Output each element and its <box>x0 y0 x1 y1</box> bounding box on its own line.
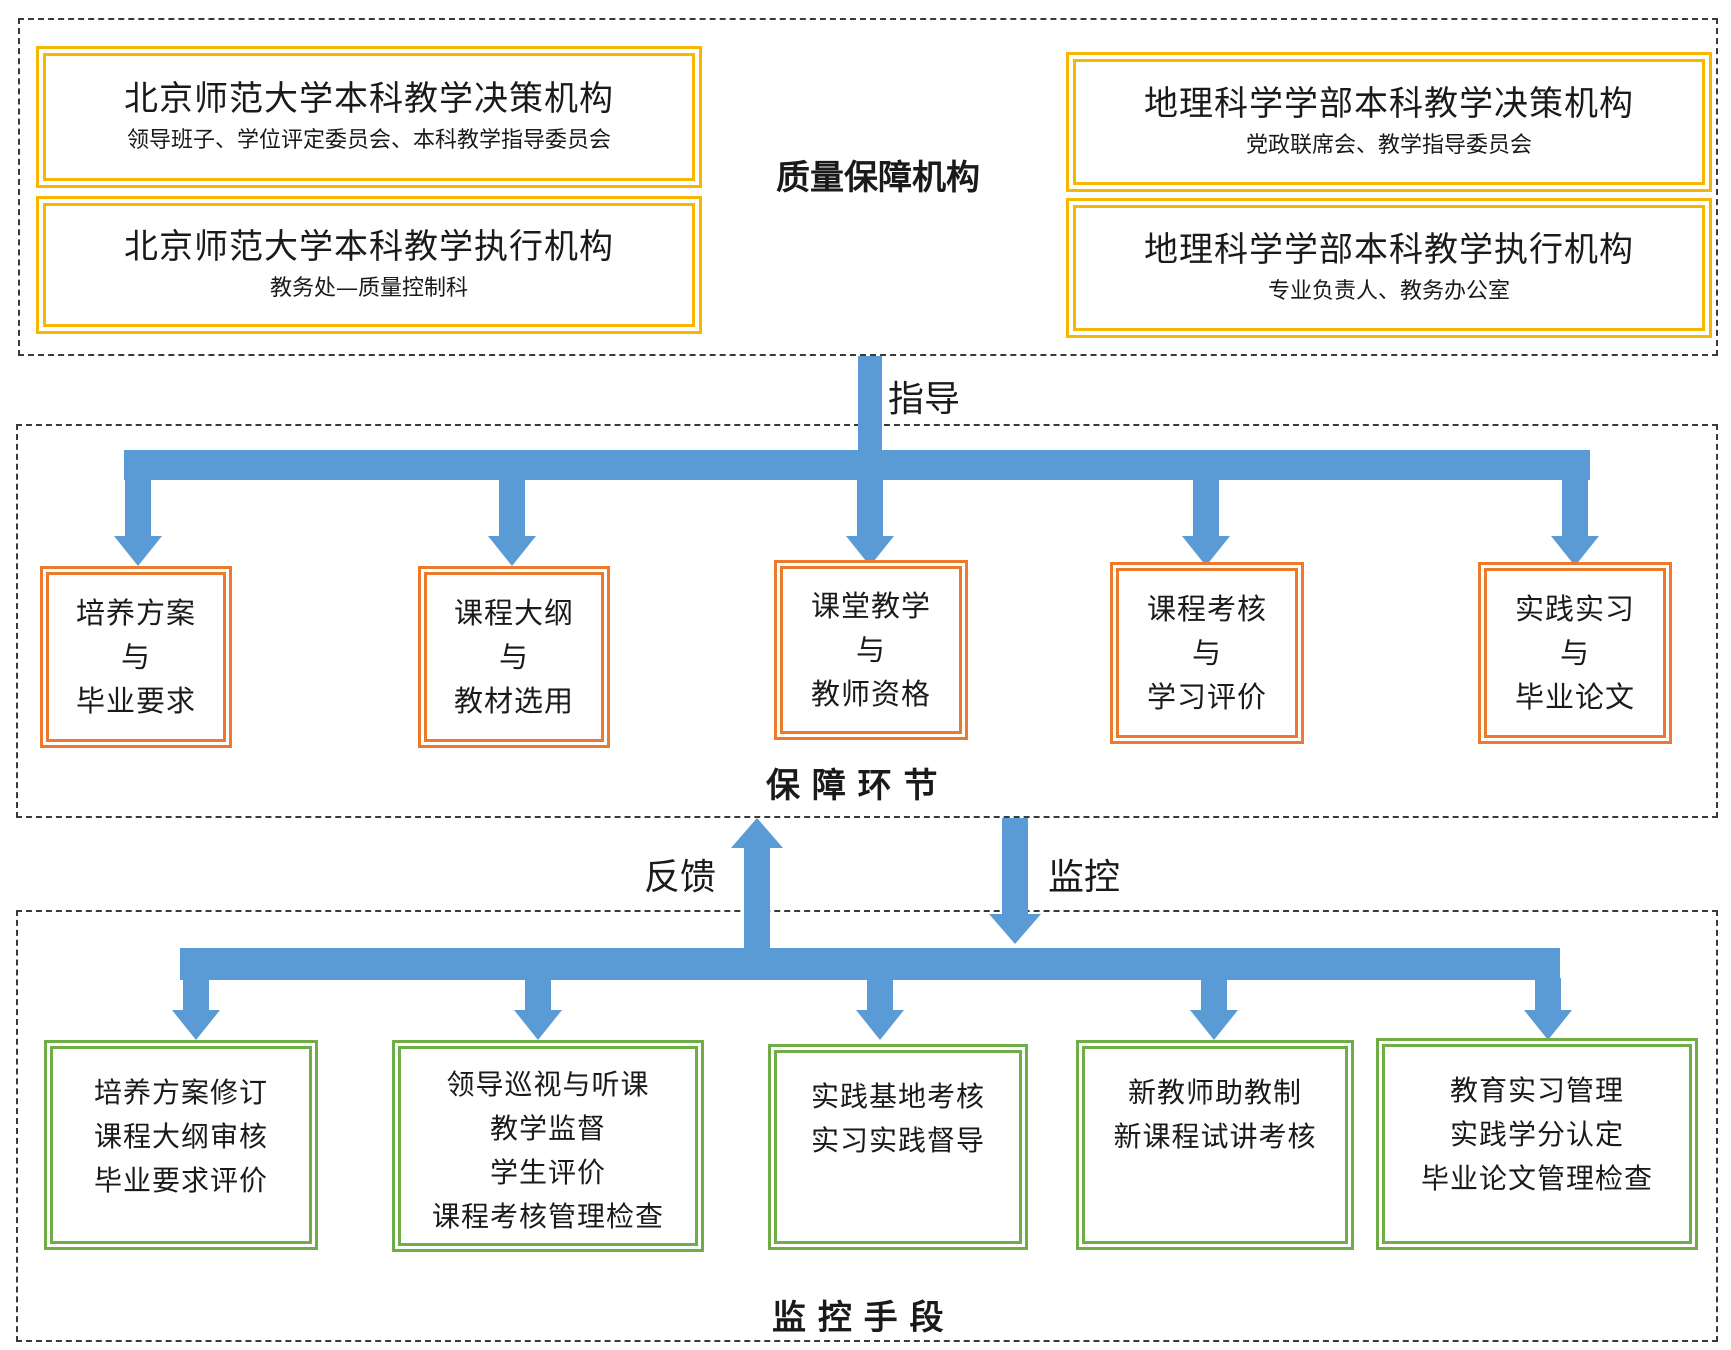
monitor-shaft <box>1002 818 1028 916</box>
monitor-branch-2-head <box>856 1010 904 1040</box>
link-box-syllabus: 课程大纲 与 教材选用 <box>418 566 610 748</box>
geo-execution-box: 地理科学学部本科教学执行机构 专业负责人、教务办公室 <box>1066 198 1712 338</box>
monitor-branch-3-head <box>1190 1010 1238 1040</box>
monitor-branch-0-shaft <box>183 978 209 1010</box>
guide-branch-4-head <box>1551 536 1599 566</box>
bnu-execution-box: 北京师范大学本科教学执行机构 教务处—质量控制科 <box>36 196 702 334</box>
guide-branch-3-head <box>1182 536 1230 566</box>
bnu-decision-title: 北京师范大学本科教学决策机构 <box>124 79 614 119</box>
guide-branch-1-head <box>488 536 536 566</box>
monitoring-means-region <box>16 910 1718 1342</box>
guide-branch-1-shaft <box>499 478 525 536</box>
geo-execution-title: 地理科学学部本科教学执行机构 <box>1144 230 1634 270</box>
monitor-branch-3-shaft <box>1201 978 1227 1010</box>
bnu-decision-members: 领导班子、学位评定委员会、本科教学指导委员会 <box>126 128 611 153</box>
geo-decision-members: 党政联席会、教学指导委员会 <box>1245 133 1532 158</box>
monitor-branch-1-shaft <box>525 978 551 1010</box>
feedback-shaft <box>744 848 770 948</box>
monitor-box-supervision: 领导巡视与听课 教学监督 学生评价 课程考核管理检查 <box>392 1040 704 1252</box>
guide-trunk <box>858 356 882 454</box>
monitor-head <box>989 914 1041 944</box>
monitor-branch-4-head <box>1524 1010 1572 1040</box>
bnu-execution-members: 教务处—质量控制科 <box>269 276 468 301</box>
monitor-box-internship: 教育实习管理 实践学分认定 毕业论文管理检查 <box>1376 1038 1698 1250</box>
guide-branch-2-shaft <box>857 478 883 536</box>
guide-branch-0-head <box>114 536 162 566</box>
monitor-branch-2-shaft <box>867 978 893 1010</box>
feedback-label: 反馈 <box>644 857 717 898</box>
geo-decision-title: 地理科学学部本科教学决策机构 <box>1144 84 1634 124</box>
monitor-bar <box>180 948 1560 980</box>
guide-label: 指导 <box>888 379 961 420</box>
guide-branch-2-head <box>846 536 894 566</box>
link-box-assessment: 课程考核 与 学习评价 <box>1110 562 1304 744</box>
guide-branch-0-shaft <box>125 478 151 536</box>
monitor-branch-4-shaft <box>1535 978 1561 1010</box>
monitor-box-new-teacher: 新教师助教制 新课程试讲考核 <box>1076 1040 1354 1250</box>
assurance-links-title: 保 障 环 节 <box>766 766 938 806</box>
quality-assurance-region <box>18 18 1718 356</box>
monitor-box-practice-base: 实践基地考核 实习实践督导 <box>768 1044 1028 1250</box>
geo-execution-members: 专业负责人、教务办公室 <box>1267 279 1510 304</box>
monitor-branch-1-head <box>514 1010 562 1040</box>
monitor-label: 监控 <box>1048 857 1121 898</box>
feedback-head <box>731 818 783 848</box>
quality-assurance-title: 质量保障机构 <box>776 158 980 198</box>
guide-bar <box>124 450 1590 480</box>
guide-branch-3-shaft <box>1193 478 1219 536</box>
guide-branch-4-shaft <box>1562 478 1588 536</box>
monitor-box-curriculum: 培养方案修订 课程大纲审核 毕业要求评价 <box>44 1040 318 1250</box>
link-box-practice: 实践实习 与 毕业论文 <box>1478 562 1672 744</box>
link-box-teaching: 课堂教学 与 教师资格 <box>774 560 968 740</box>
link-box-curriculum: 培养方案 与 毕业要求 <box>40 566 232 748</box>
monitoring-means-title: 监 控 手 段 <box>772 1298 944 1338</box>
geo-decision-box: 地理科学学部本科教学决策机构 党政联席会、教学指导委员会 <box>1066 52 1712 192</box>
monitor-branch-0-head <box>172 1010 220 1040</box>
bnu-execution-title: 北京师范大学本科教学执行机构 <box>124 227 614 267</box>
bnu-decision-box: 北京师范大学本科教学决策机构 领导班子、学位评定委员会、本科教学指导委员会 <box>36 46 702 188</box>
